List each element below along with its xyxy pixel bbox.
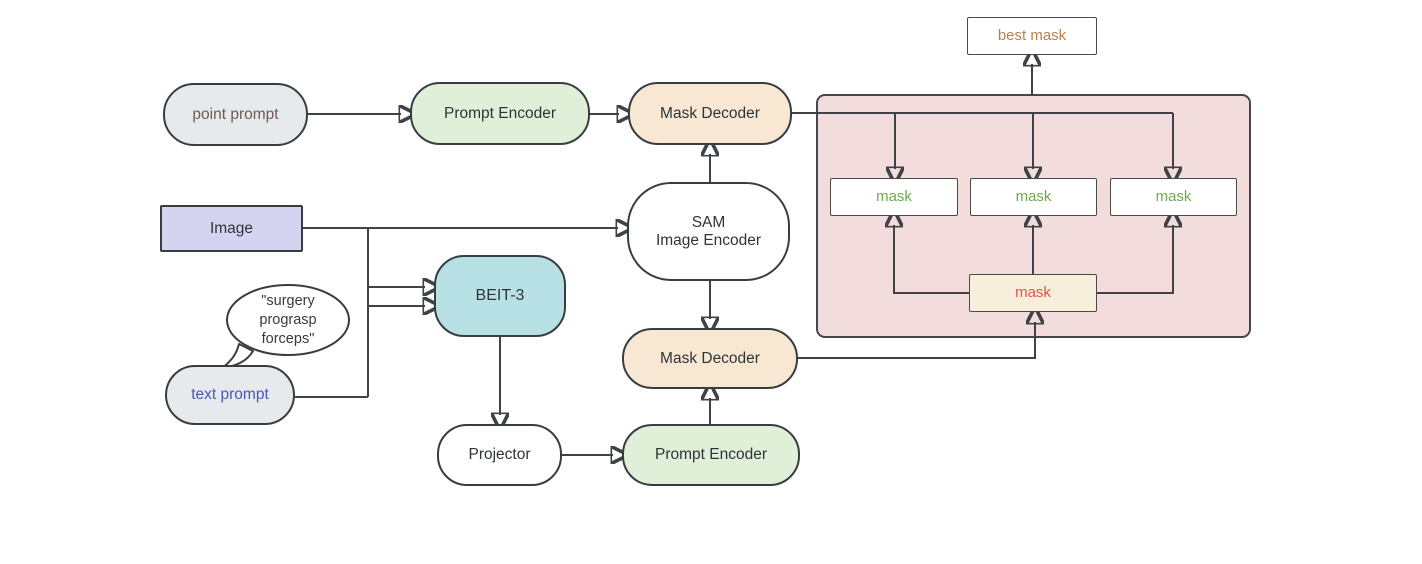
- node-mask-candidate-1-label: mask: [876, 188, 912, 206]
- node-selected-mask: mask: [969, 274, 1097, 312]
- node-prompt-encoder-bottom: Prompt Encoder: [622, 424, 800, 486]
- node-prompt-encoder-bottom-label: Prompt Encoder: [655, 446, 767, 464]
- node-mask-candidate-3: mask: [1110, 178, 1237, 216]
- node-point-prompt: point prompt: [163, 83, 308, 146]
- node-mask-candidate-2: mask: [970, 178, 1097, 216]
- node-sam-image-encoder: SAM Image Encoder: [627, 182, 790, 281]
- node-point-prompt-label: point prompt: [192, 105, 279, 123]
- speech-bubble-line3: forceps": [261, 330, 315, 347]
- node-prompt-encoder-top: Prompt Encoder: [410, 82, 590, 145]
- node-image: Image: [160, 205, 303, 252]
- speech-bubble-line2: prograsp: [259, 311, 317, 328]
- node-text-prompt: text prompt: [165, 365, 295, 425]
- speech-bubble-line1: "surgery: [261, 292, 315, 309]
- node-selected-mask-label: mask: [1015, 284, 1051, 302]
- node-mask-decoder-bottom-label: Mask Decoder: [660, 349, 760, 367]
- node-mask-decoder-top: Mask Decoder: [628, 82, 792, 145]
- node-mask-decoder-bottom: Mask Decoder: [622, 328, 798, 389]
- node-mask-decoder-top-label: Mask Decoder: [660, 104, 760, 122]
- speech-bubble-text: "surgery prograsp forceps": [230, 291, 346, 349]
- connector-maskdecoder-selectedmask: [798, 322, 1035, 359]
- node-mask-candidate-3-label: mask: [1155, 188, 1192, 206]
- node-sam-label-line1: SAM: [691, 213, 726, 231]
- node-best-mask-label: best mask: [997, 27, 1067, 45]
- node-prompt-encoder-top-label: Prompt Encoder: [444, 104, 556, 122]
- node-image-label: Image: [209, 219, 254, 237]
- node-beit3-label: BEIT-3: [475, 286, 525, 304]
- node-mask-candidate-1: mask: [830, 178, 958, 216]
- node-mask-candidate-2-label: mask: [1015, 188, 1052, 206]
- connector-selected-mask3: [1097, 225, 1173, 294]
- connector-selected-mask1: [894, 225, 969, 294]
- node-best-mask: best mask: [967, 17, 1097, 55]
- node-beit3: BEIT-3: [434, 255, 566, 337]
- node-sam-label-line2: Image Encoder: [655, 231, 762, 249]
- node-projector: Projector: [437, 424, 562, 486]
- speech-bubble-shape: [226, 284, 350, 356]
- node-text-prompt-label: text prompt: [191, 386, 269, 404]
- node-projector-label: Projector: [468, 446, 531, 464]
